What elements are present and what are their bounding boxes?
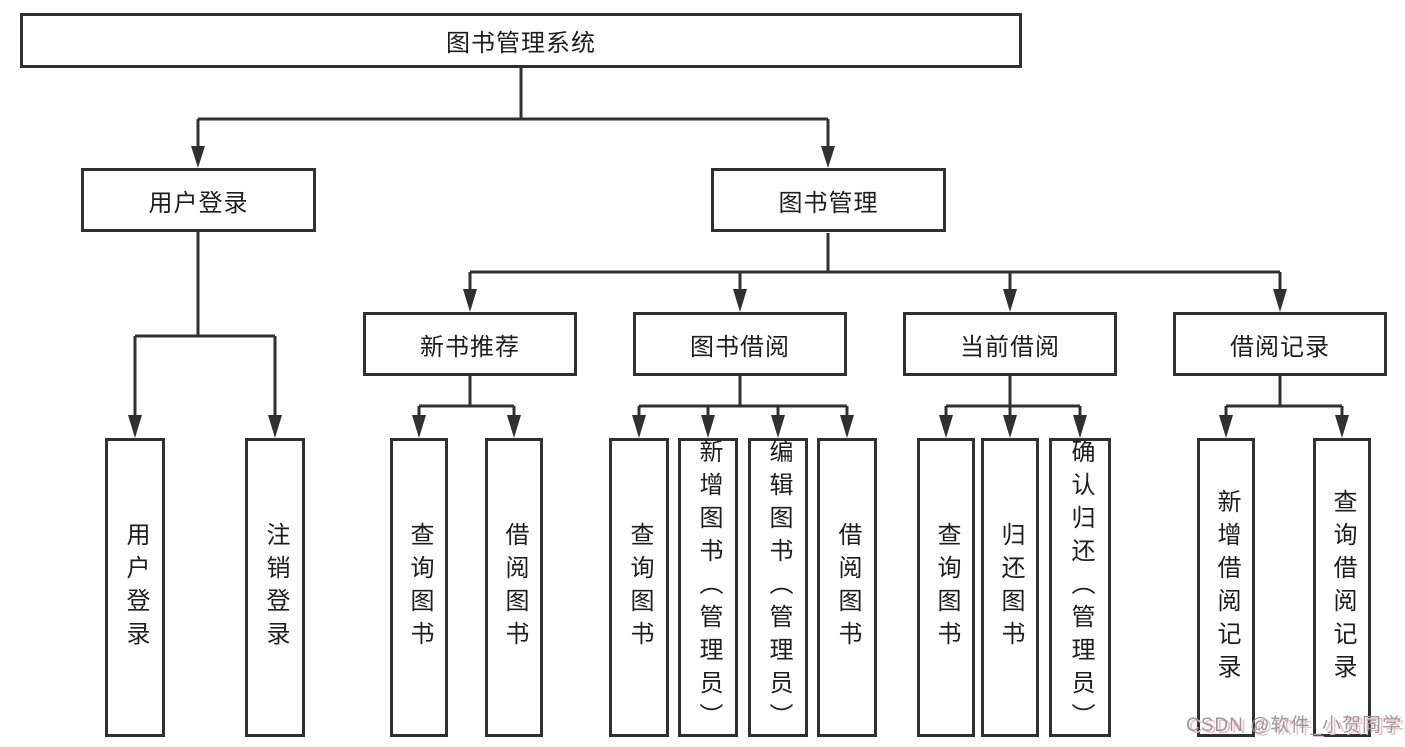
arrowhead [191, 146, 205, 168]
node-leaf-add-borrow-record: 新增借阅记录 [1197, 438, 1255, 737]
node-leaf-user-login: 用户登录 [105, 438, 165, 737]
connector-current-borrow-children [939, 376, 1087, 438]
connector-user-login-children [128, 232, 282, 438]
arrowhead [939, 415, 953, 438]
node-new-book-recommend: 新书推荐 [363, 312, 577, 376]
connector-root-to-level2 [191, 68, 835, 168]
connector-book-management-children [463, 233, 1287, 312]
arrowhead [1273, 289, 1287, 312]
node-user-login: 用户登录 [81, 168, 316, 232]
arrowhead [701, 415, 715, 438]
arrowhead [463, 289, 477, 312]
arrowhead [771, 415, 785, 438]
node-book-management: 图书管理 [711, 168, 946, 232]
node-leaf-edit-books-admin: 编辑图书（管理员） [748, 438, 808, 737]
arrowhead [821, 146, 835, 168]
arrowhead [1003, 289, 1017, 312]
node-leaf-logout: 注销登录 [245, 438, 305, 737]
node-book-borrow: 图书借阅 [633, 312, 847, 376]
arrowhead [1073, 415, 1087, 438]
arrowhead [632, 415, 646, 438]
arrowhead [733, 289, 747, 312]
arrowhead [412, 415, 426, 438]
node-borrow-records: 借阅记录 [1173, 312, 1387, 376]
node-leaf-query-books-current: 查询图书 [917, 438, 975, 737]
arrowhead [128, 415, 142, 438]
connector-borrow-records-children [1219, 376, 1349, 438]
arrowhead [840, 415, 854, 438]
connector-new-book-recommend-children [412, 376, 521, 438]
node-leaf-borrow-books: 借阅图书 [817, 438, 877, 737]
node-current-borrow: 当前借阅 [903, 312, 1117, 376]
node-leaf-add-books-admin: 新增图书（管理员） [678, 438, 738, 737]
csdn-watermark: CSDN @软件_小贺同学 [1186, 715, 1402, 736]
connector-book-borrow-children [632, 376, 854, 438]
node-leaf-borrow-books-recommend: 借阅图书 [485, 438, 543, 737]
node-library-management-system: 图书管理系统 [20, 13, 1022, 68]
arrowhead [1219, 415, 1233, 438]
arrowhead [1003, 415, 1017, 438]
arrowhead [1335, 415, 1349, 438]
node-leaf-query-borrow-record: 查询借阅记录 [1313, 438, 1371, 737]
node-leaf-confirm-return-admin: 确认归还（管理员） [1049, 438, 1111, 737]
arrowhead [268, 415, 282, 438]
node-leaf-query-books-recommend: 查询图书 [390, 438, 448, 737]
node-leaf-query-books-borrow: 查询图书 [609, 438, 669, 737]
arrowhead [507, 415, 521, 438]
node-leaf-return-books: 归还图书 [981, 438, 1039, 737]
